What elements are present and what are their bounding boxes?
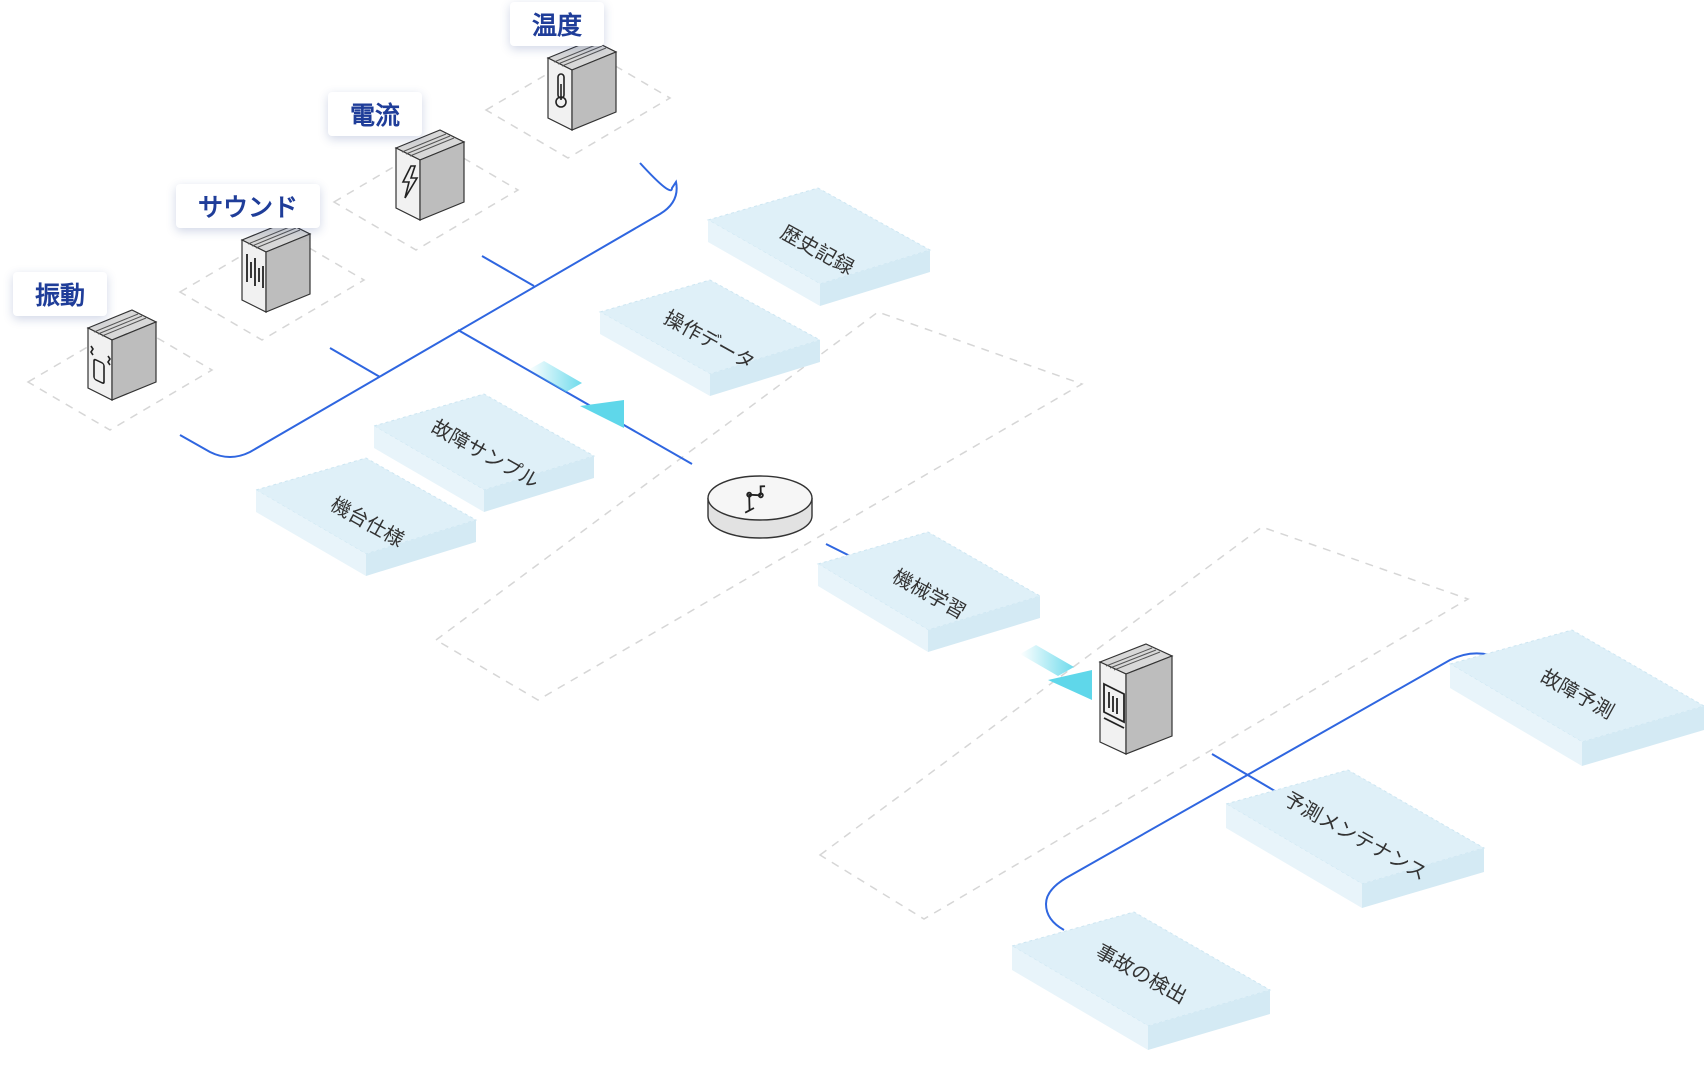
plane-accident-detection: 事故の検出 bbox=[1010, 911, 1272, 1050]
robotic-arm-icon bbox=[744, 485, 766, 514]
device-current bbox=[394, 129, 466, 221]
arrow-head bbox=[1048, 670, 1092, 700]
plane-fault-prediction: 故障予測 bbox=[1448, 629, 1704, 766]
device-sound bbox=[240, 221, 312, 313]
lightning-bolt-icon bbox=[401, 165, 419, 199]
plane-predictive-maintenance: 予測メンテナンス bbox=[1224, 769, 1486, 908]
sensor-tag-sound: サウンド bbox=[176, 184, 321, 228]
server-device bbox=[1098, 643, 1174, 755]
plane-fault-samples: 故障サンプル bbox=[372, 393, 596, 512]
data-source-planes: 歴史記録 操作データ 故障サンプル 機台仕様 機械学習 bbox=[254, 187, 1042, 652]
plane-machine-learning: 機械学習 bbox=[816, 531, 1042, 652]
arrow-head bbox=[580, 400, 624, 428]
output-planes: 故障予測 予測メンテナンス 事故の検出 bbox=[1010, 629, 1704, 1050]
arrow-trail bbox=[1020, 645, 1074, 676]
output-platform bbox=[818, 526, 1470, 920]
monitor-server-icon bbox=[1103, 682, 1125, 729]
ml-hub bbox=[707, 475, 813, 539]
sensor-tag-temperature: 温度 bbox=[510, 2, 605, 46]
bus-to-hub-line bbox=[457, 329, 693, 465]
arrow-trail bbox=[528, 361, 582, 392]
device-vibration bbox=[86, 309, 158, 401]
device-temperature bbox=[546, 39, 618, 131]
hub-to-ml-line bbox=[825, 543, 851, 557]
vibration-icon bbox=[90, 345, 111, 384]
output-drop-line bbox=[1211, 753, 1281, 795]
flow-arrow-to-server bbox=[1020, 645, 1092, 700]
sensor-tag-vibration: 振動 bbox=[13, 272, 108, 316]
connection-lines bbox=[179, 162, 1491, 931]
sound-drop-line bbox=[329, 347, 381, 378]
output-bus-line bbox=[1044, 652, 1491, 931]
data-platform bbox=[434, 311, 1084, 701]
thermometer-icon bbox=[555, 73, 567, 108]
sound-wave-icon bbox=[246, 254, 264, 288]
flow-arrow-to-hub bbox=[528, 361, 624, 428]
current-drop-line bbox=[481, 255, 535, 287]
sensor-devices bbox=[86, 39, 618, 401]
plane-machine-specs: 機台仕様 bbox=[254, 457, 478, 576]
plane-operation-data: 操作データ bbox=[598, 279, 822, 396]
sensor-tag-current: 電流 bbox=[328, 92, 423, 136]
plane-history: 歴史記録 bbox=[706, 187, 932, 306]
sensor-bus-line bbox=[179, 162, 678, 458]
